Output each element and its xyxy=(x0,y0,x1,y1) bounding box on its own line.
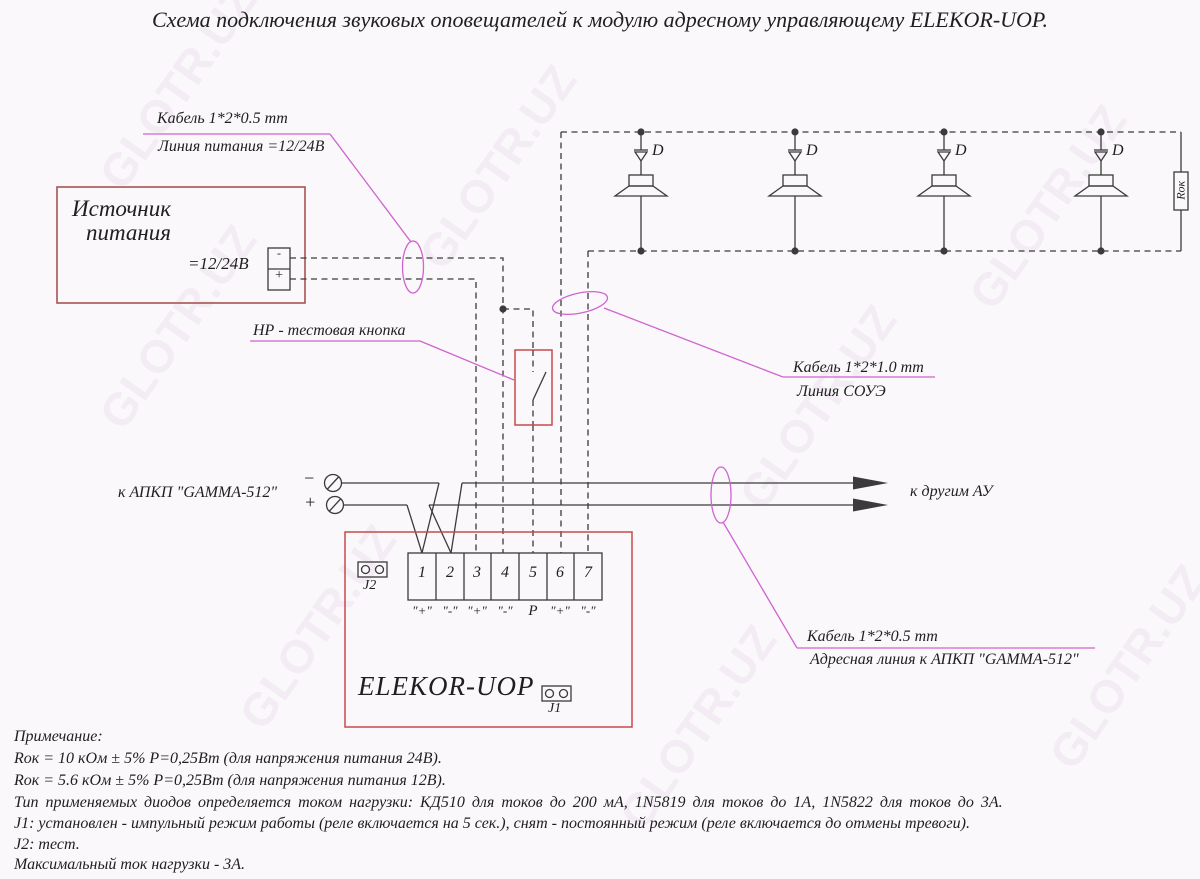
cable-marker-power xyxy=(143,133,425,294)
terminal-number: 6 xyxy=(556,564,564,581)
power-line-minus xyxy=(290,257,507,553)
speaker-branch-2 xyxy=(766,128,824,255)
power-line-plus xyxy=(290,278,477,553)
cable-power-label-line2: Линия питания =12/24В xyxy=(158,138,325,155)
terminal-number: 3 xyxy=(473,564,481,581)
cable-marker-address xyxy=(710,466,1095,649)
cable-addr-label-line1: Кабель 1*2*0.5 mm xyxy=(807,628,938,645)
terminal-number: 2 xyxy=(446,564,454,581)
speaker-icon xyxy=(1072,174,1130,197)
power-supply-title-line1: Источник xyxy=(72,196,171,221)
test-button-branch xyxy=(503,308,553,553)
cable-soue-label-line2: Линия СОУЭ xyxy=(797,383,886,400)
power-supply-box xyxy=(56,186,306,304)
diode-label: D xyxy=(955,142,967,159)
speaker-branch-4 xyxy=(1072,128,1130,255)
cable-addr-label-line2: Адресная линия к АПКП "GAMMA-512" xyxy=(810,651,1079,668)
jumper-j1-icon xyxy=(541,685,572,702)
power-terminal-minus: - xyxy=(277,246,281,260)
speaker-branch-1 xyxy=(612,128,670,255)
power-supply-title-line2: питания xyxy=(86,220,171,245)
diode-icon xyxy=(633,149,649,163)
module-box xyxy=(344,531,633,728)
terminal-number: 1 xyxy=(418,564,426,581)
cable-marker-soue xyxy=(551,290,935,378)
eol-resistor xyxy=(1173,171,1189,211)
jumper-j1-label: J1 xyxy=(548,701,562,716)
jumper-j2-label: J2 xyxy=(363,578,377,593)
cable-power-label-line1: Кабель 1*2*0.5 mm xyxy=(157,110,288,127)
address-line xyxy=(323,473,888,554)
note-line: Примечание: xyxy=(14,728,103,745)
note-line: J1: установлен - импульный режим работы … xyxy=(14,815,970,832)
diode-label: D xyxy=(1112,142,1124,159)
switch-blade-icon xyxy=(532,371,547,401)
arrow-right-icon xyxy=(853,476,888,490)
terminal-polarity: "-" xyxy=(580,603,596,618)
diode-label: D xyxy=(652,142,664,159)
diode-icon xyxy=(936,149,952,163)
diode-label: D xyxy=(806,142,818,159)
test-button-leader xyxy=(250,340,515,381)
eol-resistor-label: Rок xyxy=(1173,180,1188,200)
note-line: Максимальный ток нагрузки - 3А. xyxy=(14,856,246,873)
note-line: Тип применяемых диодов определяется токо… xyxy=(14,794,1003,811)
terminal-number: 4 xyxy=(501,564,509,581)
test-button-box xyxy=(514,349,553,426)
arrow-right-icon xyxy=(853,498,888,512)
terminal-polarity: P xyxy=(528,603,538,619)
terminal-polarity: "+" xyxy=(467,603,487,618)
diode-icon xyxy=(1093,149,1109,163)
power-terminal-plus: + xyxy=(274,268,284,283)
module-name: ELEKOR-UOP xyxy=(358,671,535,701)
note-line: Rок = 5.6 кОм ± 5% P=0,25Вт (для напряже… xyxy=(14,772,446,789)
diagram-title: Схема подключения звуковых оповещателей … xyxy=(151,7,1049,32)
terminal-polarity: "+" xyxy=(412,603,432,618)
note-line: Rок = 10 кОм ± 5% P=0,25Вт (для напряжен… xyxy=(14,750,442,767)
cable-soue-label-line1: Кабель 1*2*1.0 mm xyxy=(793,359,924,376)
jumper-j2-icon xyxy=(357,561,388,578)
terminal-polarity: "-" xyxy=(442,603,458,618)
to-apkp-label: к АПКП "GAMMA-512" xyxy=(118,484,278,501)
speaker-icon xyxy=(612,174,670,197)
note-line: J2: тест. xyxy=(14,836,80,853)
diode-icon xyxy=(787,149,803,163)
plus-sign: + xyxy=(304,492,317,512)
terminal-number: 7 xyxy=(584,564,592,581)
speaker-icon xyxy=(915,174,973,197)
speaker-icon xyxy=(766,174,824,197)
terminal-polarity: "+" xyxy=(550,603,570,618)
to-other-au-label: к другим АУ xyxy=(910,483,993,500)
test-button-label: НР - тестовая кнопка xyxy=(253,322,406,339)
minus-sign: − xyxy=(303,468,316,488)
speaker-branch-3 xyxy=(915,128,973,255)
power-supply-voltage: =12/24В xyxy=(188,254,249,273)
speaker-line-rails xyxy=(560,131,1189,553)
terminal-strip xyxy=(407,552,603,601)
terminal-number: 5 xyxy=(529,564,537,581)
terminal-polarity: "-" xyxy=(497,603,513,618)
